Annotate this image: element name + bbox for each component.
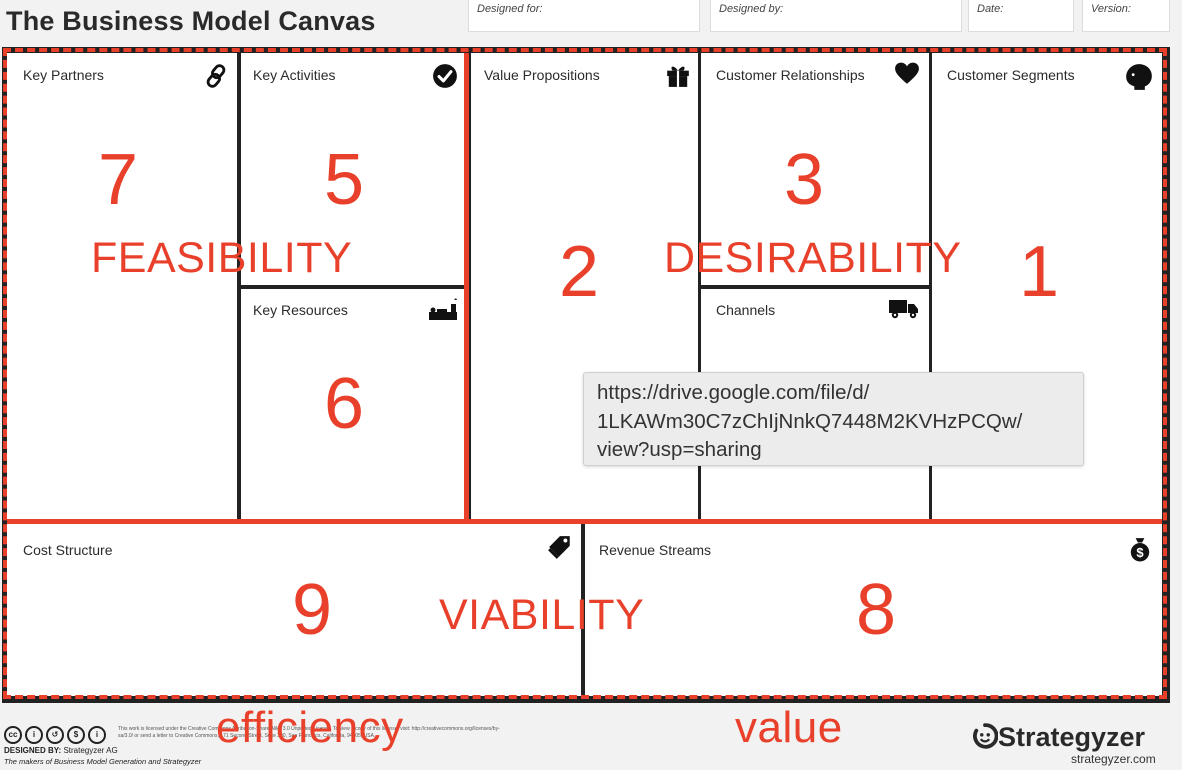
check-circle-icon [433, 64, 457, 88]
number-customer-segments: 1 [1019, 232, 1060, 312]
efficiency-annotation: efficiency [216, 703, 404, 752]
feasibility-annotation: FEASIBILITY [91, 234, 353, 282]
cost-structure-block[interactable]: Cost Structure [7, 524, 581, 696]
designed-for-field[interactable]: Designed for: [468, 0, 700, 32]
channels-label: Channels [716, 302, 776, 318]
strategyzer-brand-text: Strategyzer [998, 722, 1146, 752]
customer-segments-label: Customer Segments [947, 67, 1075, 83]
number-cost-structure: 9 [292, 570, 333, 650]
designed-for-label: Designed for: [477, 3, 543, 15]
revenue-streams-block[interactable]: Revenue Streams $ [585, 524, 1162, 696]
heart-icon [895, 62, 919, 84]
money-bag-icon: $ [1130, 538, 1150, 562]
red-divider-horizontal [7, 519, 1162, 524]
strategyzer-logo-icon [973, 723, 999, 749]
dashed-border-bottom [3, 695, 1167, 699]
designed-by-credit-value: Strategyzer AG [63, 746, 118, 755]
link-icon [206, 64, 226, 88]
designed-by-credit-label: DESIGNED BY: [4, 746, 62, 755]
number-key-activities: 5 [324, 140, 365, 220]
strategyzer-url[interactable]: strategyzer.com [1071, 752, 1156, 766]
license-text: This work is licensed under the Creative… [118, 726, 500, 739]
number-revenue-streams: 8 [856, 570, 897, 650]
red-divider-vertical [464, 53, 469, 520]
number-value-propositions: 2 [559, 232, 600, 312]
head-icon [1126, 64, 1152, 90]
number-key-partners: 7 [98, 140, 139, 220]
viability-annotation: VIABILITY [439, 591, 645, 639]
customer-relationships-label: Customer Relationships [716, 67, 865, 83]
cc-icon: cc [4, 726, 22, 744]
value-annotation: value [735, 703, 843, 752]
customer-relationships-block[interactable]: Customer Relationships [701, 53, 929, 285]
tooltip-url-line-2: 1LKAWm30C7zChIjNnkQ7448M2KVHzPCQw/ [597, 409, 1023, 433]
key-partners-label: Key Partners [23, 67, 104, 83]
desirability-annotation: DESIRABILITY [664, 234, 962, 282]
key-resources-label: Key Resources [253, 302, 348, 318]
revenue-streams-label: Revenue Streams [599, 542, 712, 558]
dashed-border-left [3, 48, 7, 699]
value-propositions-label: Value Propositions [484, 67, 600, 83]
date-field[interactable]: Date: [968, 0, 1074, 32]
truck-icon [889, 300, 918, 319]
key-resources-block[interactable]: Key Resources [241, 289, 464, 520]
version-field[interactable]: Version: [1082, 0, 1170, 32]
designed-by-credit: DESIGNED BY: Strategyzer AG [4, 746, 118, 755]
person-icon: i [88, 726, 106, 744]
makers-tagline: The makers of Business Model Generation … [4, 757, 202, 766]
dashed-border-top [3, 48, 1167, 52]
dashed-border-right [1163, 48, 1167, 699]
key-activities-label: Key Activities [253, 67, 336, 83]
nc-icon: $ [67, 726, 85, 744]
designed-by-label: Designed by: [719, 3, 784, 15]
by-icon: i [25, 726, 43, 744]
version-label: Version: [1091, 3, 1131, 15]
tooltip-url-line-1: https://drive.google.com/file/d/ [597, 381, 870, 404]
strategyzer-logo: Strategyzer [972, 722, 1145, 753]
key-partners-block[interactable]: Key Partners [7, 53, 237, 520]
factory-icon [429, 298, 457, 320]
sa-icon: ↺ [46, 726, 64, 744]
price-tag-icon [548, 536, 570, 559]
tooltip-url-line-3: view?usp=sharing [597, 438, 762, 461]
key-activities-block[interactable]: Key Activities [241, 53, 464, 285]
date-label: Date: [977, 3, 1004, 15]
svg-text:$: $ [1136, 545, 1144, 560]
number-customer-relationships: 3 [784, 140, 825, 220]
link-tooltip[interactable]: https://drive.google.com/file/d/ 1LKAWm3… [583, 372, 1084, 466]
number-key-resources: 6 [324, 364, 365, 444]
cost-structure-label: Cost Structure [23, 542, 113, 558]
designed-by-field[interactable]: Designed by: [710, 0, 962, 32]
canvas-title: The Business Model Canvas [6, 6, 376, 36]
gift-icon [667, 66, 689, 87]
